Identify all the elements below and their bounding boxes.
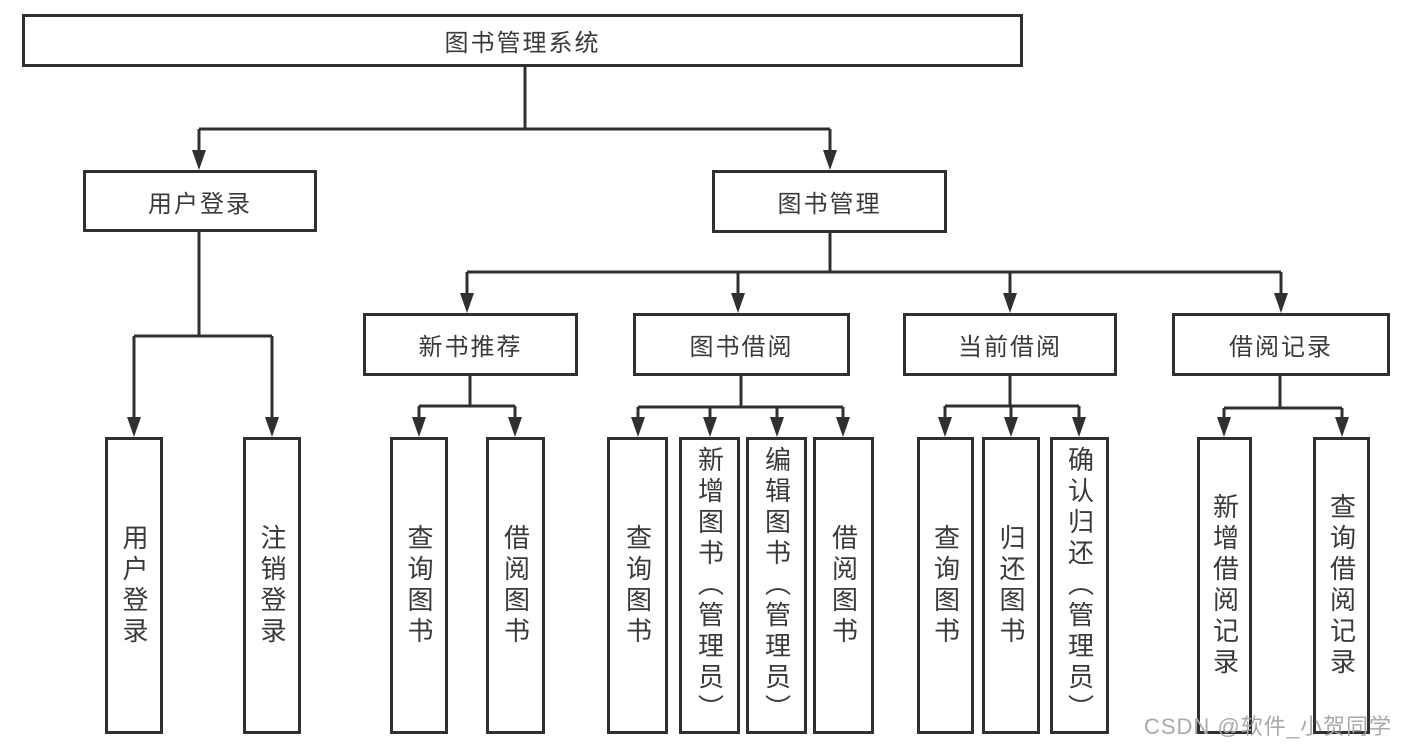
connector-borrowing-records-rail	[1222, 376, 1344, 421]
arrowhead	[731, 293, 745, 313]
node-label: 图书管理	[777, 191, 882, 218]
node-new-book-recommend: 新书推荐	[363, 313, 578, 376]
node-label: 查询图书	[622, 523, 653, 648]
leaf-borrowing-borrow-books: 借阅图书	[813, 437, 874, 734]
connector-user-login-rail	[132, 232, 274, 421]
leaf-borrowing-query-books: 查询图书	[607, 437, 668, 734]
arrowhead	[127, 417, 141, 437]
arrowhead	[1003, 293, 1017, 313]
arrowhead	[192, 150, 206, 170]
node-label: 注销登录	[257, 523, 287, 648]
arrowhead	[1004, 417, 1018, 437]
connector-book-management-rail	[465, 233, 1283, 297]
connector-root-rail	[197, 67, 832, 154]
arrowhead	[823, 150, 837, 170]
node-label: 借阅图书	[500, 523, 531, 648]
node-label: 用户登录	[119, 523, 149, 648]
node-label: 借阅图书	[828, 523, 859, 648]
arrowhead	[1274, 293, 1288, 313]
connector-new-book-rail	[417, 376, 517, 421]
node-borrowing-records: 借阅记录	[1172, 313, 1390, 376]
leaf-recommend-query-books: 查询图书	[390, 437, 448, 734]
arrowhead	[1217, 417, 1231, 437]
watermark: CSDN @软件_小贺同学	[1143, 714, 1392, 739]
node-book-borrowing: 图书借阅	[633, 313, 850, 376]
leaf-user-login: 用户登录	[105, 437, 163, 734]
leaf-return-books: 归还图书	[982, 437, 1040, 734]
node-label: 编辑图书（管理员）	[761, 446, 792, 725]
arrowhead	[631, 417, 645, 437]
node-label: 当前借阅	[958, 334, 1062, 361]
arrowhead	[508, 417, 522, 437]
node-label: 图书管理系统	[444, 30, 601, 57]
leaf-confirm-return-admin: 确认归还（管理员）	[1050, 437, 1109, 734]
node-label: 图书借阅	[689, 334, 794, 361]
connector-book-borrowing-rail	[636, 376, 845, 421]
node-label: 归还图书	[996, 523, 1026, 648]
leaf-query-borrow-record: 查询借阅记录	[1313, 437, 1370, 734]
leaf-logout: 注销登录	[243, 437, 301, 734]
arrowhead	[460, 293, 474, 313]
node-library-management-system: 图书管理系统	[22, 14, 1023, 67]
node-label: 查询图书	[930, 523, 961, 648]
arrowhead	[1072, 417, 1086, 437]
node-label: 新书推荐	[418, 334, 523, 361]
node-label: 新增借阅记录	[1209, 492, 1240, 679]
node-label: 新增图书（管理员）	[694, 446, 725, 725]
leaf-add-books-admin: 新增图书（管理员）	[679, 437, 740, 734]
arrowhead	[703, 417, 717, 437]
node-current-borrowing: 当前借阅	[903, 313, 1117, 376]
node-label: 用户登录	[148, 190, 252, 218]
connector-current-borrowing-rail	[943, 376, 1081, 421]
leaf-edit-books-admin: 编辑图书（管理员）	[746, 437, 807, 734]
node-label: 借阅记录	[1229, 334, 1333, 361]
leaf-add-borrow-record: 新增借阅记录	[1197, 437, 1252, 734]
node-book-management: 图书管理	[712, 170, 947, 233]
arrowhead	[938, 417, 952, 437]
node-label: 查询借阅记录	[1326, 492, 1357, 679]
arrowhead	[770, 417, 784, 437]
node-label: 查询图书	[404, 523, 434, 648]
node-label: 确认归还（管理员）	[1064, 446, 1095, 725]
arrowhead	[1335, 417, 1349, 437]
leaf-recommend-borrow-books: 借阅图书	[486, 437, 545, 734]
node-user-login: 用户登录	[83, 170, 317, 232]
arrowhead	[412, 417, 426, 437]
leaf-current-query-books: 查询图书	[917, 437, 974, 734]
arrowhead	[836, 417, 850, 437]
arrowhead	[265, 417, 279, 437]
